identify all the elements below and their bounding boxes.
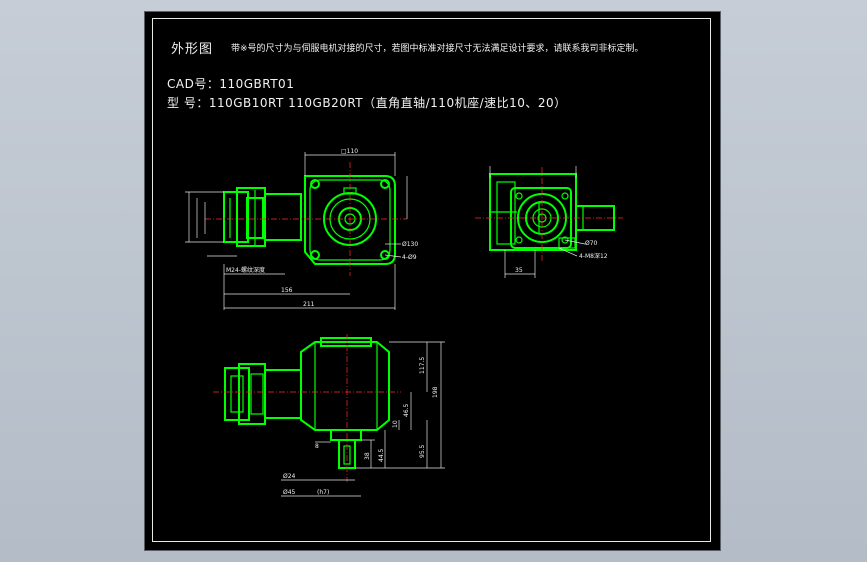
dim-shaft-d45: Ø45 <box>283 489 296 496</box>
dim-d70: Ø70 <box>585 240 598 247</box>
bolt-hole <box>380 179 390 189</box>
sheet-border <box>152 18 711 542</box>
bottom-view: 198 117.5 95.5 46.5 10 38 44.5 8 Ø24 Ø45… <box>213 334 445 497</box>
dim-d130: Ø130 <box>402 241 418 248</box>
drawing-sheet: 外形图 带※号的尺寸为与伺服电机对接的尺寸，若图中标准对接尺寸无法满足设计要求，… <box>144 11 721 551</box>
cad-number: CAD号：110GBRT01 <box>167 77 295 91</box>
model-number: 型 号：110GB10RT 110GB20RT（直角直轴/110机座/速比10、… <box>167 96 567 110</box>
front-view: □110 156 211 M24-螺纹深度 Ø130 4-Ø9 <box>185 148 418 310</box>
dim-m24: M24-螺纹深度 <box>226 266 265 274</box>
dim-35: 35 <box>515 267 523 274</box>
dim-holes: 4-Ø9 <box>402 254 417 261</box>
dim-shaft-d24: Ø24 <box>283 473 296 480</box>
square-flange <box>304 175 396 265</box>
dim-38: 38 <box>364 452 371 460</box>
bottom-adapter-flange <box>224 367 250 421</box>
bolt-hole <box>380 250 390 260</box>
bolt-hole <box>310 250 320 260</box>
drawing-title: 外形图 <box>171 42 214 57</box>
dim-95-5: 95.5 <box>419 444 426 458</box>
side-view: 35 Ø70 4-M8深12 <box>475 166 623 278</box>
bottom-neck <box>264 369 302 419</box>
dim-8: 8 <box>315 443 319 450</box>
dim-length-211: 211 <box>303 301 315 308</box>
gear-housing-neck <box>264 193 302 241</box>
dim-square-110: □110 <box>341 148 358 155</box>
bottom-main-housing <box>300 341 390 431</box>
drawing-note: 带※号的尺寸为与伺服电机对接的尺寸，若图中标准对接尺寸无法满足设计要求，请联系我… <box>231 44 644 54</box>
dim-117-5: 117.5 <box>419 357 426 374</box>
dim-198: 198 <box>432 386 439 398</box>
dim-46-5: 46.5 <box>403 403 410 417</box>
dim-tolerance: (h7) <box>317 489 329 496</box>
bolt-hole <box>310 179 320 189</box>
dim-length-156: 156 <box>281 287 293 294</box>
dim-side-hole: 4-M8深12 <box>579 252 608 260</box>
drawing-canvas: □110 156 211 M24-螺纹深度 Ø130 4-Ø9 <box>185 148 623 497</box>
dim-44-5: 44.5 <box>378 448 385 462</box>
bottom-flange-pilot <box>330 429 362 441</box>
dim-10: 10 <box>392 420 399 428</box>
